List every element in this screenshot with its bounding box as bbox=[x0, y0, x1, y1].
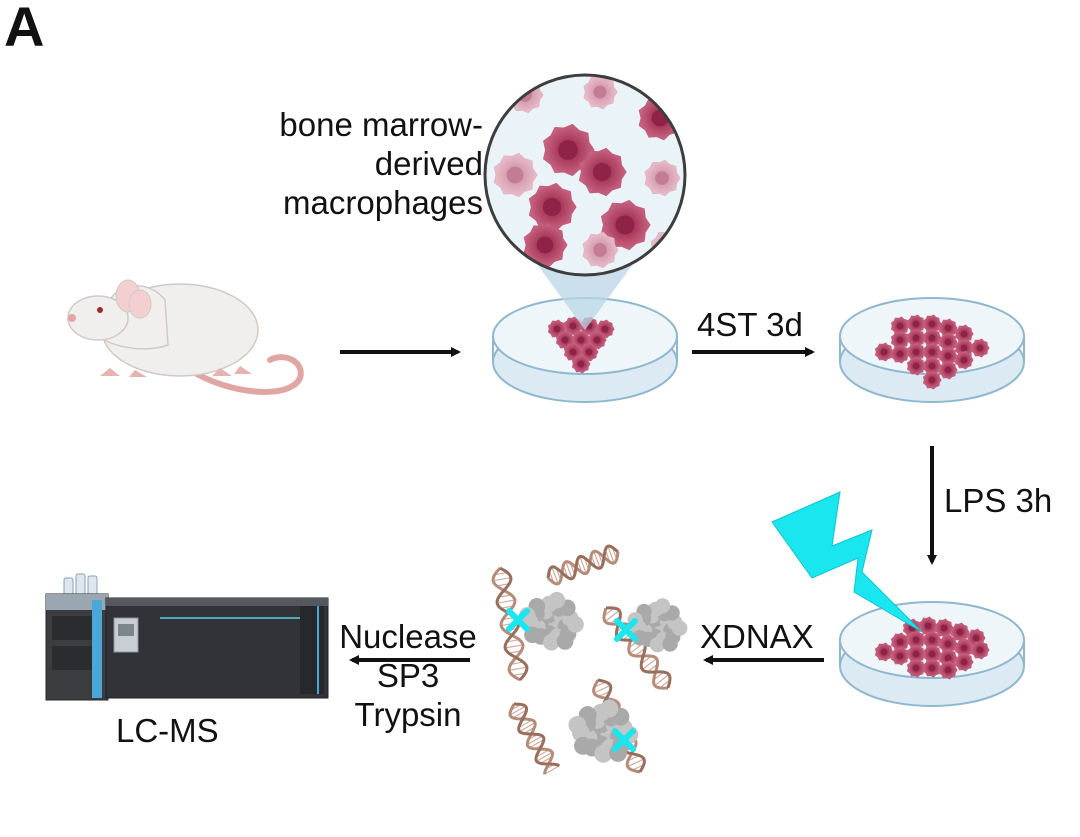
macrophage-cell bbox=[938, 346, 958, 366]
lc-ms-label: LC-MS bbox=[116, 712, 219, 749]
macrophage-cell bbox=[938, 360, 958, 380]
digest-label-line1: Nuclease bbox=[339, 618, 477, 655]
cell-cluster-3 bbox=[874, 616, 990, 680]
cell-cluster-2 bbox=[874, 314, 990, 390]
protein-blob bbox=[518, 591, 584, 651]
bmdm-label: bone marrow- derived macrophages bbox=[247, 106, 483, 223]
macrophage-cell bbox=[874, 642, 894, 662]
macrophage-cell bbox=[571, 354, 591, 374]
macrophage-cell bbox=[600, 199, 651, 251]
macrophage-cell bbox=[938, 660, 958, 680]
uv-lightning-icon bbox=[771, 491, 923, 633]
macrophage-cell bbox=[922, 630, 942, 650]
macrophage-cell bbox=[906, 356, 926, 376]
macrophage-cell bbox=[954, 652, 974, 672]
dna-helix bbox=[546, 544, 620, 586]
macrophage-cell bbox=[950, 622, 970, 642]
dna-protein-crosslinks bbox=[491, 544, 688, 775]
bmdm-label-line3: macrophages bbox=[283, 183, 483, 221]
step-lps-label: LPS 3h bbox=[944, 482, 1053, 519]
crosslink-icon bbox=[612, 728, 636, 752]
digest-label-line3: Trypsin bbox=[354, 695, 462, 733]
digest-label: Nuclease SP3 Trypsin bbox=[326, 618, 490, 735]
macrophage-cell bbox=[954, 324, 974, 344]
macrophage-cell bbox=[579, 342, 599, 362]
macrophage-cell bbox=[890, 344, 910, 364]
protein-blob bbox=[627, 598, 688, 653]
macrophage-cell bbox=[890, 330, 910, 350]
crosslink-icon bbox=[614, 618, 638, 642]
macrophage-cell bbox=[523, 222, 568, 268]
macrophage-cell bbox=[583, 75, 618, 110]
macrophage-cell bbox=[493, 152, 538, 198]
digest-label-line2: SP3 bbox=[376, 656, 440, 694]
macrophage-cell bbox=[528, 182, 577, 232]
macrophage-cell bbox=[922, 658, 942, 678]
macrophage-cell bbox=[890, 646, 910, 666]
macrophage-cell bbox=[890, 316, 910, 336]
bmdm-label-line1: bone marrow- bbox=[279, 106, 483, 143]
macrophage-cell bbox=[906, 328, 926, 348]
lc-ms-instrument-icon bbox=[45, 573, 329, 701]
step-4st-label: 4ST 3d bbox=[697, 306, 803, 343]
panel-letter: A bbox=[4, 0, 45, 58]
mouse-illustration bbox=[67, 279, 304, 395]
macrophage-cell bbox=[906, 314, 926, 334]
macrophage-cell bbox=[890, 632, 910, 652]
macrophage-cell bbox=[934, 618, 954, 638]
bmdm-label-line2: derived bbox=[374, 144, 483, 182]
macrophage-cell bbox=[970, 640, 990, 660]
macrophage-cell bbox=[644, 159, 681, 197]
macrophage-cell bbox=[582, 231, 619, 269]
macrophage-cell bbox=[587, 330, 607, 350]
zoom-magnifier bbox=[483, 73, 687, 277]
macrophage-cell bbox=[922, 370, 942, 390]
macrophage-cell bbox=[954, 350, 974, 370]
cell-cluster-1 bbox=[547, 316, 615, 374]
macrophage-cell bbox=[906, 658, 926, 678]
step-xdnax-label: XDNAX bbox=[700, 618, 814, 655]
macrophage-cell bbox=[874, 342, 894, 362]
macrophage-cell bbox=[970, 338, 990, 358]
macrophage-cell bbox=[563, 316, 583, 336]
macrophage-cell bbox=[578, 147, 627, 197]
dna-helix bbox=[508, 702, 560, 775]
crosslink-icon bbox=[506, 608, 530, 632]
